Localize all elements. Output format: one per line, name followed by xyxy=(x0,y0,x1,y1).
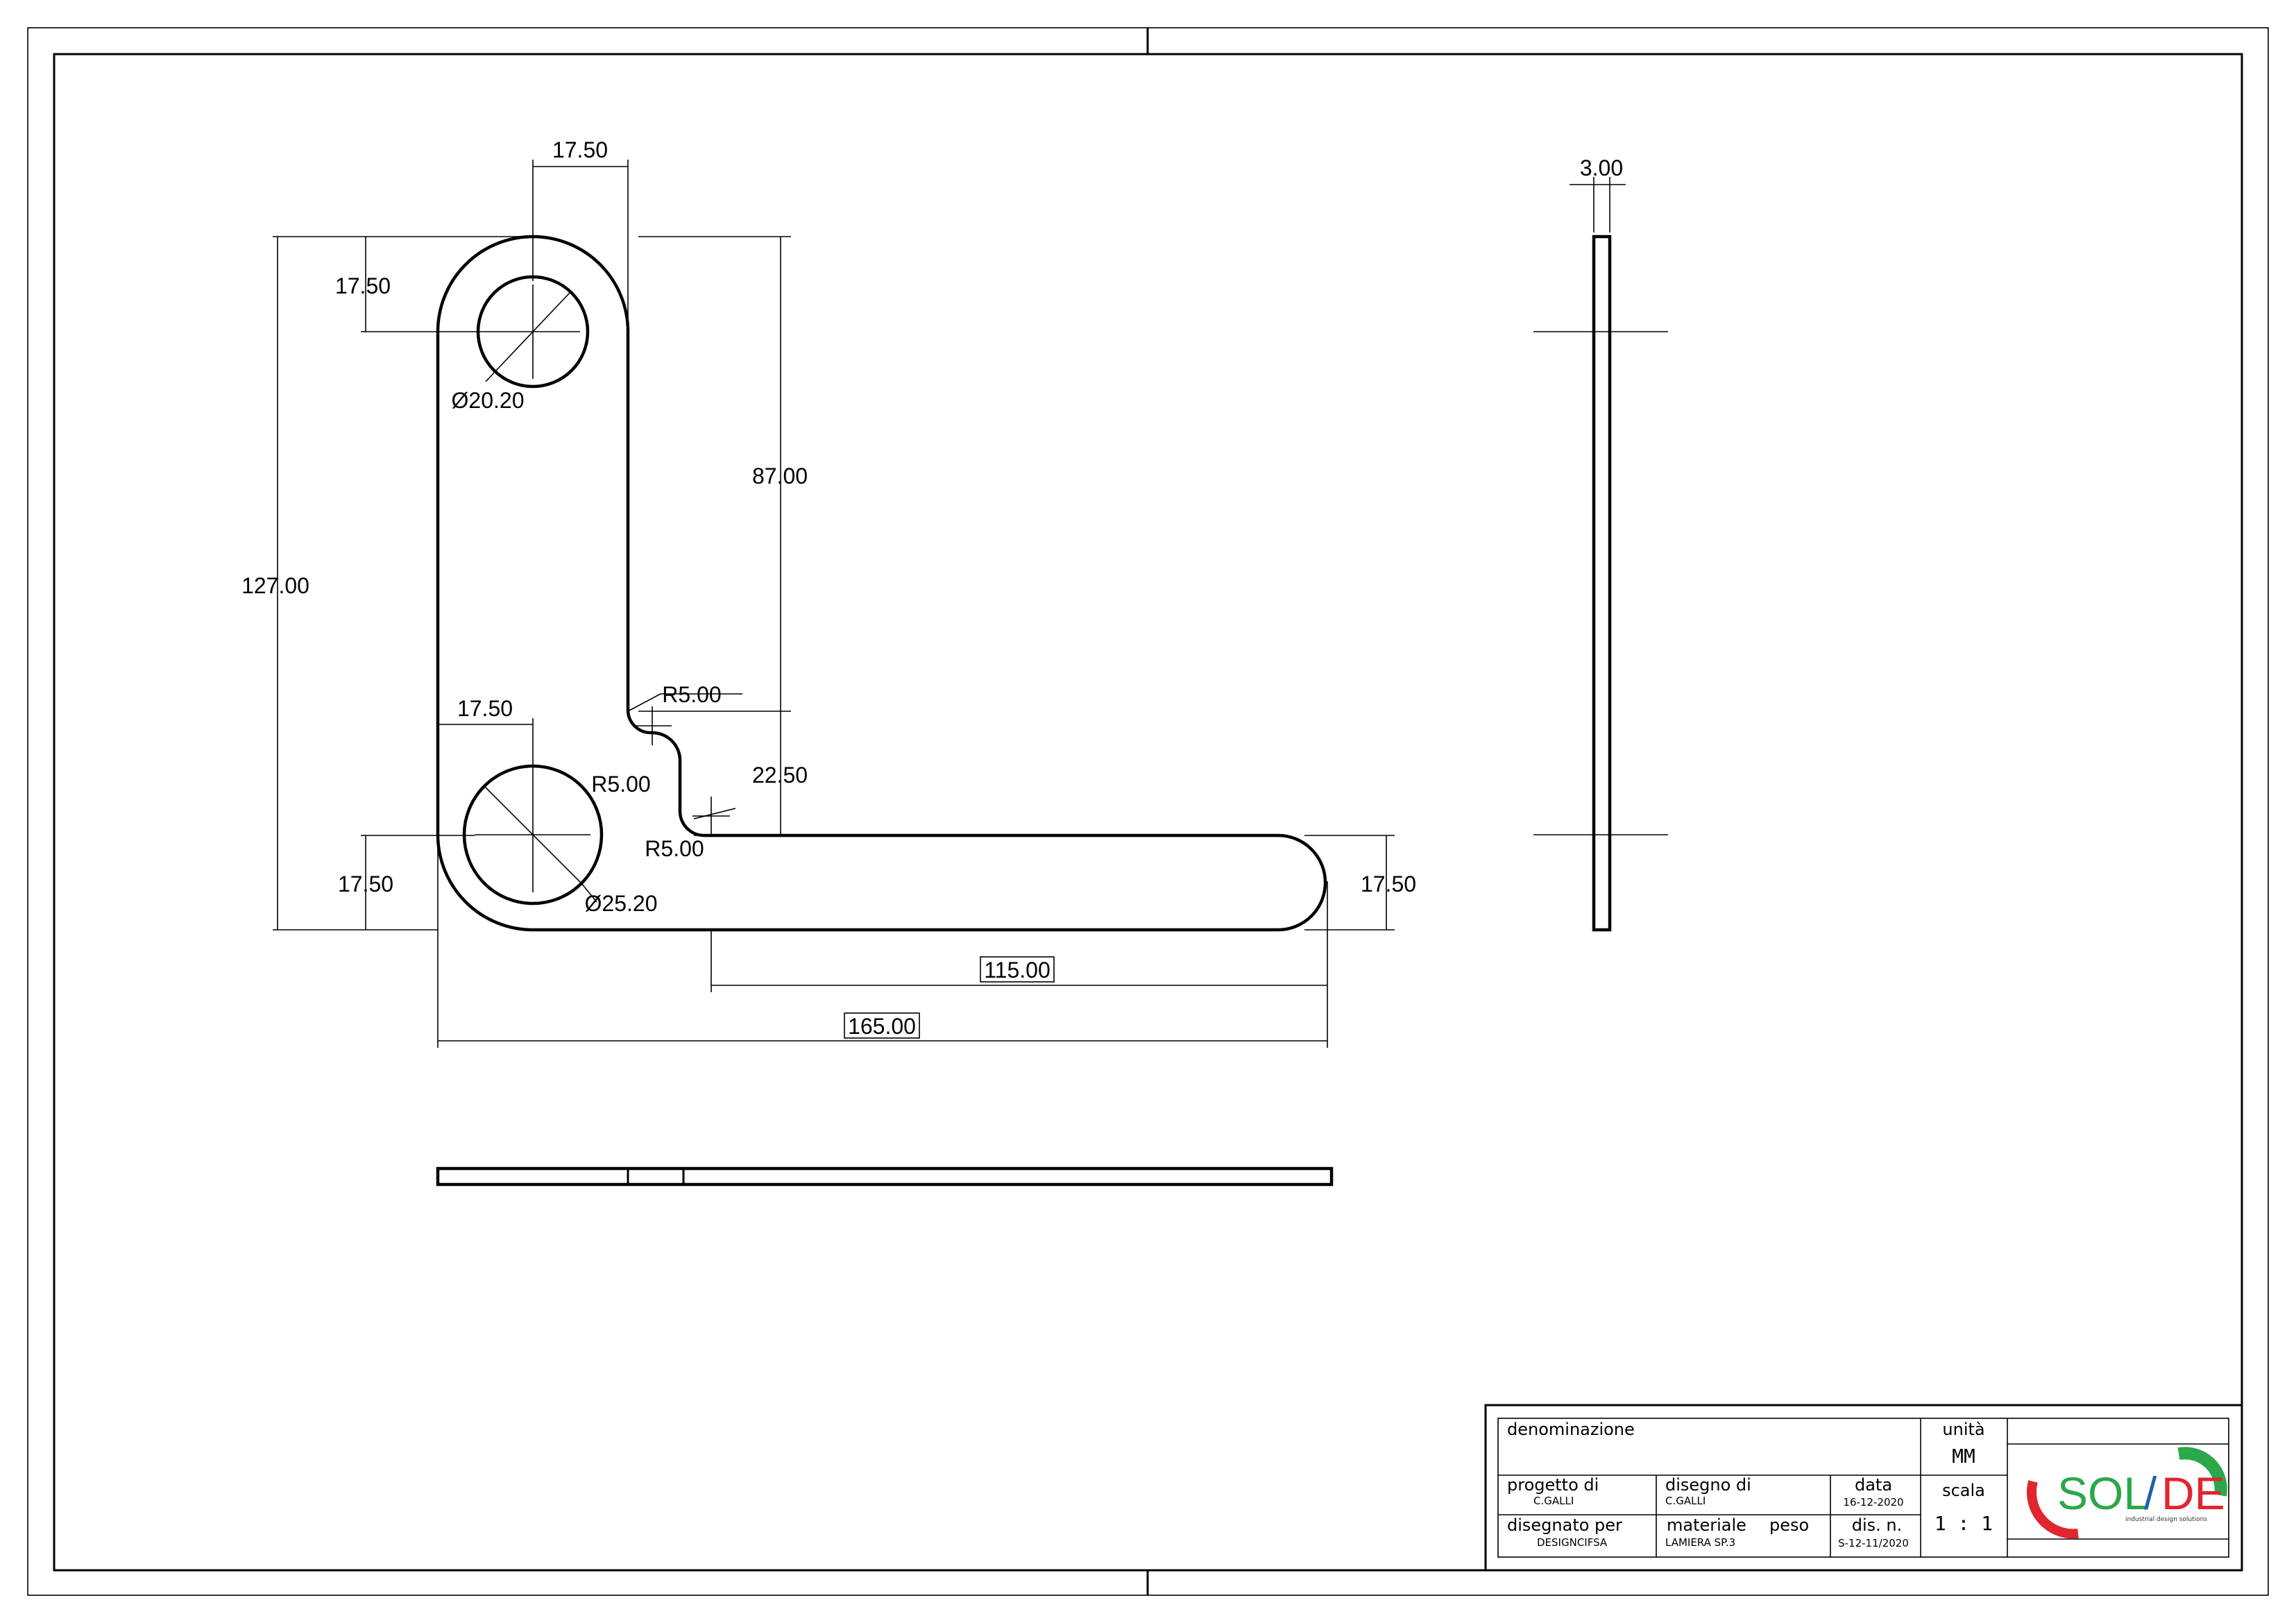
dim-fillet-2: R5.00 xyxy=(591,772,650,797)
logo-green-arc xyxy=(2177,1447,2227,1497)
scala-value: 1 : 1 xyxy=(1934,1512,1993,1535)
dim-step-height: 22.50 xyxy=(752,763,808,788)
side-outline xyxy=(1592,235,1612,932)
dim-base-height: 17.50 xyxy=(1361,872,1416,897)
disegnato-value: DESIGNCIFSA xyxy=(1537,1536,1608,1549)
data-value: 16-12-2020 xyxy=(1843,1496,1903,1509)
disegnato-label: disegnato per xyxy=(1507,1515,1622,1535)
dim-arm-height: 87.00 xyxy=(752,464,808,488)
dimension-lines xyxy=(277,166,1387,1042)
peso-label: peso xyxy=(1769,1515,1809,1535)
part-outline xyxy=(436,235,1327,932)
logo-text-slash: / xyxy=(2144,1468,2157,1519)
progetto-value: C.GALLI xyxy=(1533,1495,1574,1507)
scala-label: scala xyxy=(1942,1481,1985,1500)
dim-fillet-1: R5.00 xyxy=(662,682,721,707)
plan-outline xyxy=(436,1166,1334,1187)
logo-text-de: DE xyxy=(2161,1468,2225,1519)
solide-logo: SOL / DE industrial design solutions xyxy=(2027,1447,2227,1539)
dim-fillet-3: R5.00 xyxy=(645,836,704,861)
disegno-label: disegno di xyxy=(1665,1475,1751,1495)
extension-lines xyxy=(273,160,1395,1048)
logo-red-arc xyxy=(2027,1480,2079,1539)
bottom-view xyxy=(436,1166,1334,1187)
logo-text-sol: SOL xyxy=(2057,1468,2149,1519)
front-view: 17.50 17.50 Ø20.20 87.00 127.00 R5.00 17… xyxy=(241,137,1416,1048)
dim-bottom-hole-y: 17.50 xyxy=(338,872,393,897)
dim-top-hole-y: 17.50 xyxy=(335,273,391,298)
data-label: data xyxy=(1855,1475,1892,1495)
disegno-value: C.GALLI xyxy=(1665,1495,1706,1507)
dim-thickness: 3.00 xyxy=(1580,155,1623,180)
total-length-box xyxy=(844,1012,920,1039)
dim-bottom-hole-x: 17.50 xyxy=(457,696,513,721)
dim-bottom-hole-diameter: Ø25.20 xyxy=(585,891,658,916)
dim-top-hole-x: 17.50 xyxy=(552,137,608,162)
logo-tagline: industrial design solutions xyxy=(2125,1516,2207,1523)
dim-base-length: 115.00 xyxy=(984,958,1051,983)
outer-frame xyxy=(27,27,2269,1596)
dim-top-hole-diameter: Ø20.20 xyxy=(452,388,525,413)
dis-label: dis. n. xyxy=(1852,1515,1903,1535)
unita-label: unità xyxy=(1942,1420,1984,1439)
materiale-label: materiale xyxy=(1667,1515,1746,1535)
materiale-value: LAMIERA SP.3 xyxy=(1665,1536,1735,1549)
side-view: 3.00 xyxy=(1533,155,1668,932)
dis-value: S-12-11/2020 xyxy=(1838,1537,1909,1549)
unita-value: MM xyxy=(1952,1445,1975,1468)
dim-total-height: 127.00 xyxy=(241,573,309,598)
denominazione-label: denominazione xyxy=(1507,1420,1635,1439)
title-block: denominazione unità MM progetto di C.GAL… xyxy=(1484,1404,2243,1572)
dim-total-length: 165.00 xyxy=(848,1014,916,1039)
base-length-box xyxy=(980,956,1055,983)
center-marks xyxy=(475,284,730,892)
diameter-leaders xyxy=(484,291,597,903)
progetto-label: progetto di xyxy=(1507,1475,1599,1495)
